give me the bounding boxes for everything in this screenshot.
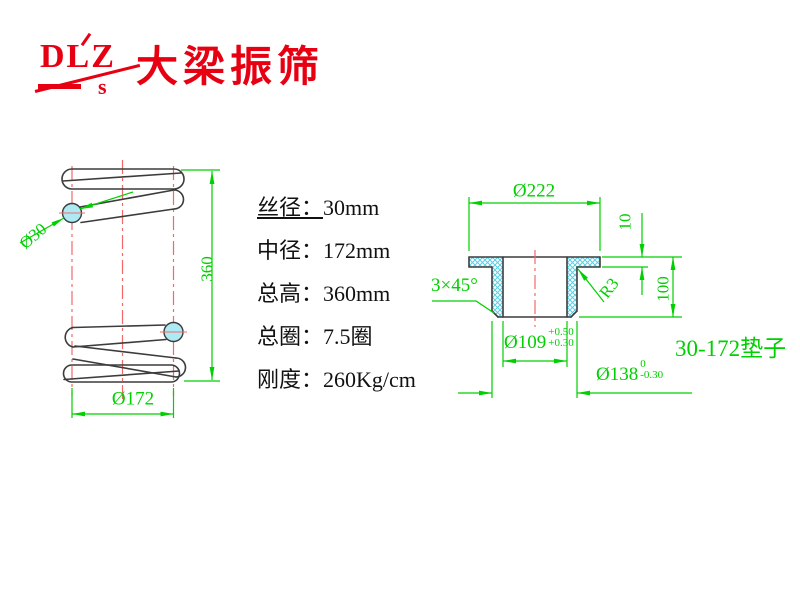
washer-section-hatch bbox=[469, 257, 600, 317]
dim-bore-diameter: Ø109 +0.50 +0.30 bbox=[504, 327, 574, 353]
dim-outer-diameter: Ø138 0 -0.30 bbox=[596, 359, 664, 385]
dim-spring-mean-diameter: Ø172 bbox=[111, 388, 155, 410]
dim-chamfer: 3×45° bbox=[431, 275, 478, 296]
outer-tolerance-lower: -0.30 bbox=[640, 369, 664, 381]
spec-list: 丝径：30mm 中径：172mm 总高：360mm 总圈：7.5圈 刚度：260… bbox=[257, 186, 416, 401]
logo-dlz-text: DLZ bbox=[40, 38, 116, 75]
spec-label: 丝径： bbox=[257, 195, 324, 220]
outer-nominal: Ø138 bbox=[596, 364, 639, 385]
spec-line-mean-diameter: 中径：172mm bbox=[257, 229, 416, 272]
spec-value: 172mm bbox=[323, 238, 391, 263]
spec-label: 刚度： bbox=[257, 367, 324, 392]
logo-s-text: s bbox=[98, 74, 107, 99]
logo-underline bbox=[38, 84, 81, 89]
dim-flange-diameter: Ø222 bbox=[512, 180, 556, 202]
logo-header: DLZ s 大梁振筛 bbox=[0, 0, 800, 110]
outer-tolerance-upper: 0 bbox=[640, 358, 646, 370]
washer-drawing bbox=[432, 197, 692, 398]
bore-nominal: Ø109 bbox=[504, 332, 547, 353]
dim-total-height: 100 bbox=[653, 276, 673, 302]
bore-tolerance-upper: +0.50 bbox=[548, 326, 574, 338]
spring-dimension-lines bbox=[19, 169, 220, 418]
spring-wire-outline bbox=[61, 168, 187, 383]
spec-value: 30mm bbox=[323, 195, 380, 220]
spec-label: 总圈： bbox=[257, 324, 324, 349]
washer-part-name: 30-172垫子 bbox=[675, 336, 787, 361]
spec-line-wire-diameter: 丝径：30mm bbox=[257, 186, 416, 229]
spring-wire-sections bbox=[59, 202, 187, 343]
spec-label: 中径： bbox=[257, 238, 324, 263]
spring-centerlines bbox=[71, 160, 175, 400]
dim-spring-height: 360 bbox=[197, 256, 217, 282]
company-name: 大梁振筛 bbox=[136, 43, 325, 90]
spec-value: 260Kg/cm bbox=[323, 367, 416, 392]
spec-line-stiffness: 刚度：260Kg/cm bbox=[257, 358, 416, 401]
spring-drawing bbox=[19, 160, 220, 418]
spec-value: 7.5圈 bbox=[323, 324, 373, 349]
spec-line-total-height: 总高：360mm bbox=[257, 272, 416, 315]
spec-label: 总高： bbox=[257, 281, 324, 306]
spec-line-total-coils: 总圈：7.5圈 bbox=[257, 315, 416, 358]
bore-tolerance-lower: +0.30 bbox=[548, 337, 574, 349]
spec-value: 360mm bbox=[323, 281, 391, 306]
dim-flange-thickness: 10 bbox=[615, 213, 635, 231]
washer-dimension-lines bbox=[432, 197, 692, 398]
